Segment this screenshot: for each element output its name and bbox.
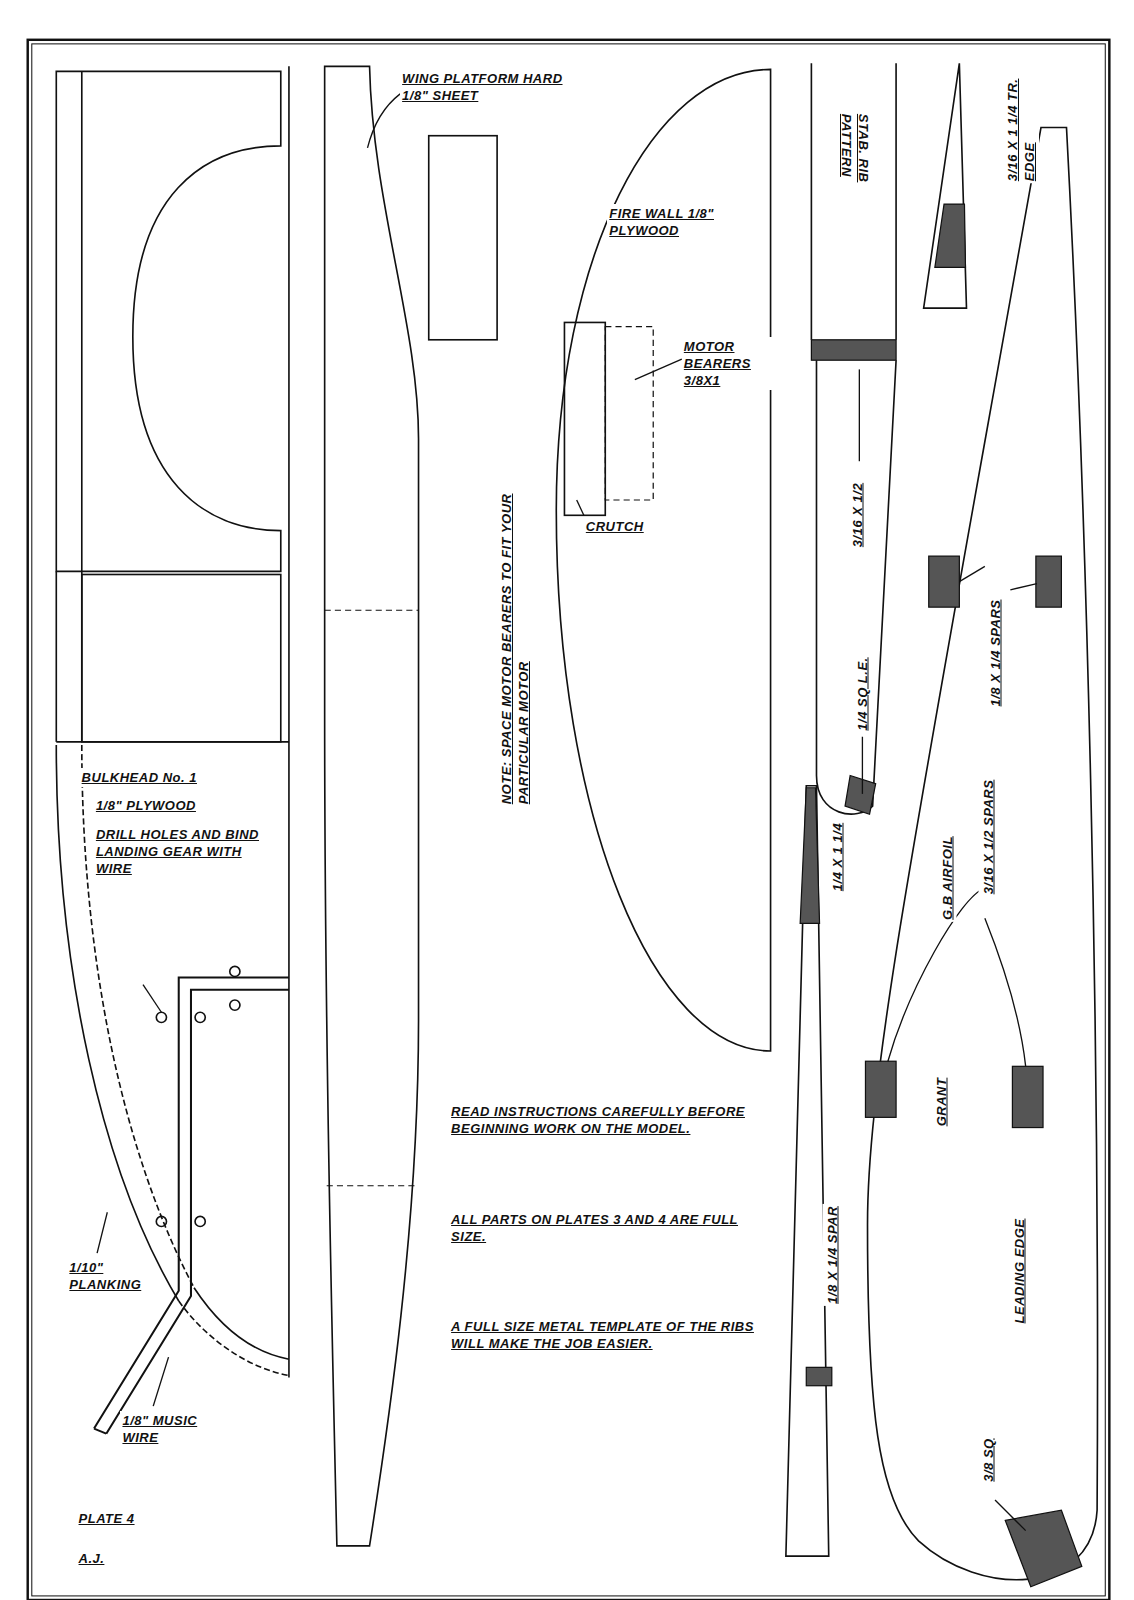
plan-line (811, 63, 813, 340)
plan-line (55, 571, 57, 741)
dimension-label: 3/8 SQ (979, 1436, 998, 1483)
note-label: READ INSTRUCTIONS CAREFULLY BEFORE BEGIN… (449, 1102, 765, 1138)
note-label: A FULL SIZE METAL TEMPLATE OF THE RIBS W… (449, 1317, 765, 1353)
plan-line (230, 1000, 240, 1010)
plan-line (865, 1061, 896, 1117)
plan-line (97, 1212, 107, 1253)
plan-line (577, 500, 584, 515)
plan-line (1036, 556, 1062, 607)
plan-line (556, 69, 770, 1051)
dimension-label: 1/8 X 1/4 SPAR (822, 1205, 841, 1307)
plan-line (859, 369, 860, 461)
plan-line (82, 574, 281, 741)
plan-line (845, 776, 876, 815)
plan-line (924, 63, 967, 308)
plan-line (564, 322, 605, 515)
plan-line (1012, 1066, 1043, 1127)
plan-line (325, 66, 419, 1546)
plan-line (106, 990, 289, 1434)
plan-line (929, 556, 960, 607)
dimension-label: 1/4 SQ L.E. (853, 655, 872, 732)
dimension-label: 1/8 X 1/4 SPARS (986, 598, 1005, 709)
plan-line (935, 204, 966, 267)
plan-line (605, 327, 653, 500)
plan-line (153, 1357, 168, 1406)
plan-line (156, 1216, 166, 1226)
plan-line (143, 985, 161, 1013)
plan-line (195, 1216, 205, 1226)
plan-line (800, 788, 819, 924)
note-label: BULKHEAD No. 1 (80, 768, 199, 787)
plan-line (868, 128, 1098, 1580)
dimension-label: 3/16 X 1 1/4 TR. EDGE (1003, 61, 1039, 183)
plan-line (816, 360, 896, 814)
dimension-label: STAB. RIB PATTERN (837, 112, 873, 224)
plan-line (325, 610, 419, 611)
plan-line (32, 44, 1105, 1596)
plan-line (862, 737, 863, 794)
note-label: WING PLATFORM HARD 1/8" SHEET (400, 69, 574, 105)
plan-line (195, 1012, 205, 1022)
plan-line (888, 888, 985, 1061)
plan-line (194, 1288, 289, 1359)
outlines (28, 40, 1110, 1600)
plan-line (811, 340, 896, 360)
note-label: 1/8" PLYWOOD (94, 796, 198, 815)
plan-line (28, 40, 1110, 1600)
leader-lines (97, 94, 1037, 1531)
plan-line (959, 566, 985, 581)
plan-line (230, 966, 240, 976)
note-label: ALL PARTS ON PLATES 3 AND 4 ARE FULL SIZ… (449, 1210, 765, 1246)
note-label: DRILL HOLES AND BIND LANDING GEAR WITH W… (94, 825, 268, 878)
dimension-label: 3/16 X 1/2 (848, 481, 867, 549)
note-label: A.J. (77, 1549, 107, 1568)
plan-line (1010, 584, 1037, 590)
plan-line (94, 1429, 106, 1434)
plan-line (635, 359, 682, 379)
note-label: CRUTCH (584, 517, 646, 536)
note-label: MOTOR BEARERS 3/8X1 (682, 337, 784, 390)
dimension-label: GRANT (932, 1076, 951, 1129)
dimension-label: 3/16 X 1/2 SPARS (979, 778, 998, 897)
note-label: 1/10" PLANKING (67, 1258, 149, 1294)
dimension-label: NOTE: SPACE MOTOR BEARERS TO FIT YOUR PA… (497, 480, 533, 807)
note-label: FIRE WALL 1/8" PLYWOOD (607, 204, 758, 240)
plan-line (56, 71, 280, 571)
plan-line (786, 786, 829, 1556)
dimension-label: 1/4 X 1 1/4 (827, 821, 846, 893)
plan-line (806, 1367, 832, 1385)
plan-line (156, 1012, 166, 1022)
plan-line (179, 1301, 289, 1375)
plan-line (985, 918, 1026, 1066)
plan-line (429, 136, 497, 340)
note-label: 1/8" MUSIC WIRE (120, 1411, 232, 1447)
plan-line (327, 1185, 417, 1186)
plan-line (368, 94, 401, 148)
plan-line (288, 66, 290, 1377)
plan-line (995, 1500, 1026, 1531)
plan-line (56, 741, 289, 743)
note-label: PLATE 4 (77, 1509, 137, 1528)
hatched-sections (800, 204, 1082, 1587)
plan-line (895, 63, 897, 340)
dimension-label: LEADING EDGE (1009, 1216, 1028, 1325)
dimension-label: G.B AIRFOIL (938, 834, 957, 922)
